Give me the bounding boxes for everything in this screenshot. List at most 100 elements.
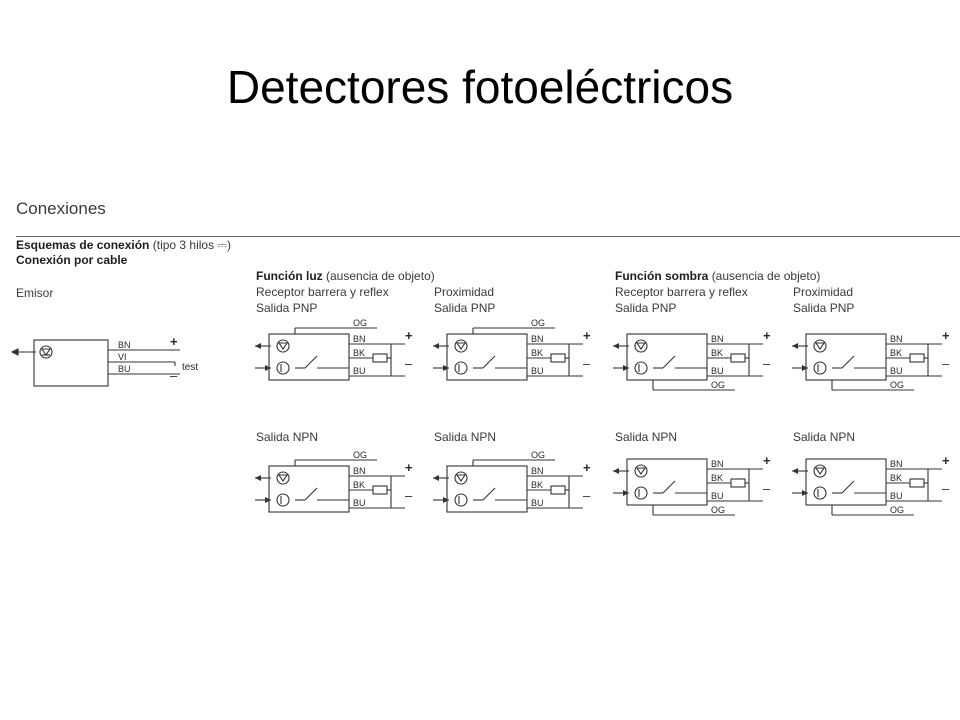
wire-bu-label: BU [890, 366, 903, 376]
switch-contact [662, 480, 676, 494]
load-relay [730, 353, 746, 363]
photodiode-icon [454, 471, 468, 485]
wire-bk-label: BK [711, 473, 723, 483]
wire-bn-label: BN [353, 466, 366, 476]
wire-og-label: OG [353, 450, 367, 460]
photodiode-icon [813, 339, 827, 353]
wire-og-label: OG [353, 318, 367, 328]
schemes-note: (tipo 3 hilos ⎓) [152, 238, 232, 252]
wire-bu-label: BU [711, 366, 724, 376]
emitter-wire-vi: VI [118, 352, 127, 362]
photodiode-icon [813, 464, 827, 478]
wire-bk-label: BK [353, 348, 365, 358]
col1-line1: Receptor barrera y reflex [256, 285, 389, 299]
amplifier-icon [813, 361, 827, 375]
col2-line2: Salida PNP [434, 301, 496, 315]
wire-bk-label: BK [531, 348, 543, 358]
wire-bk-label: BK [353, 480, 365, 490]
wire-bn-label: BN [531, 466, 544, 476]
group-dark-note: (ausencia de objeto) [711, 269, 821, 283]
wire-bu-label: BU [711, 491, 724, 501]
switch-contact [841, 480, 855, 494]
npn-label-2: Salida NPN [434, 430, 497, 444]
plus-sign: + [942, 453, 950, 468]
photodiode-icon [454, 339, 468, 353]
wire-bu-label: BU [531, 498, 544, 508]
minus-sign: – [405, 356, 413, 371]
group-dark-bold: Función sombra [615, 269, 709, 283]
plus-sign: + [405, 460, 413, 475]
switch-contact [841, 355, 855, 369]
plus-sign: + [763, 453, 771, 468]
plus-sign: + [583, 460, 591, 475]
photodiode-icon [276, 339, 290, 353]
amplifier-icon [454, 493, 468, 507]
wire-bu-label: BU [353, 498, 366, 508]
receiver-housing [626, 458, 708, 506]
receiver-housing [626, 333, 708, 381]
led-icon [39, 345, 53, 359]
wire-bu-label: BU [531, 366, 544, 376]
col3-line1: Receptor barrera y reflex [615, 285, 748, 299]
minus-sign: – [763, 356, 771, 371]
amplifier-icon [634, 486, 648, 500]
receiver-housing [446, 333, 528, 381]
wire-bu-label: BU [353, 366, 366, 376]
amplifier-icon [276, 361, 290, 375]
load-relay [909, 353, 925, 363]
wire-bn-label: BN [711, 459, 724, 469]
wire-bu-label: BU [890, 491, 903, 501]
npn-label-4: Salida NPN [793, 430, 856, 444]
minus-sign: – [583, 488, 591, 503]
load-relay [550, 353, 566, 363]
photodiode-icon [276, 471, 290, 485]
page-title: Detectores fotoeléctricos [226, 61, 734, 113]
load-relay [550, 485, 566, 495]
wire-bk-label: BK [890, 473, 902, 483]
npn-label-3: Salida NPN [615, 430, 678, 444]
group-light-heading: Función luz (ausencia de objeto) [256, 269, 435, 283]
cable-connection-label: Conexión por cable [16, 253, 128, 267]
schemes-label: Esquemas de conexión [16, 238, 150, 252]
wire-bn-label: BN [711, 334, 724, 344]
col4-line1: Proximidad [793, 285, 854, 299]
switch-contact [304, 355, 318, 369]
plus-sign: + [942, 328, 950, 343]
receiver-housing [268, 465, 350, 513]
schemes-heading: Esquemas de conexión (tipo 3 hilos ⎓) [16, 238, 231, 252]
emitter-wire-bn: BN [118, 340, 131, 350]
photodiode-icon [634, 464, 648, 478]
receiver-housing [268, 333, 350, 381]
photodiode-icon [634, 339, 648, 353]
col1-line2: Salida PNP [256, 301, 318, 315]
emitter-label: Emisor [16, 286, 54, 300]
switch-contact [304, 487, 318, 501]
emitter-test-label: test [182, 362, 198, 373]
group-light-bold: Función luz [256, 269, 323, 283]
wire-bn-label: BN [890, 334, 903, 344]
amplifier-icon [454, 361, 468, 375]
receiver-housing [805, 333, 887, 381]
emitter-minus: – [170, 368, 178, 383]
wire-bn-label: BN [890, 459, 903, 469]
group-light-note: (ausencia de objeto) [326, 269, 435, 283]
section-title: Conexiones [16, 199, 106, 218]
emitter-diagram: BN VI BU + test – [10, 334, 198, 387]
load-relay [372, 353, 388, 363]
minus-sign: – [942, 356, 950, 371]
receiver-housing [805, 458, 887, 506]
wire-bk-label: BK [890, 348, 902, 358]
col2-line1: Proximidad [434, 285, 495, 299]
wire-og-label: OG [890, 505, 904, 515]
npn-label-1: Salida NPN [256, 430, 319, 444]
wire-bk-label: BK [531, 480, 543, 490]
